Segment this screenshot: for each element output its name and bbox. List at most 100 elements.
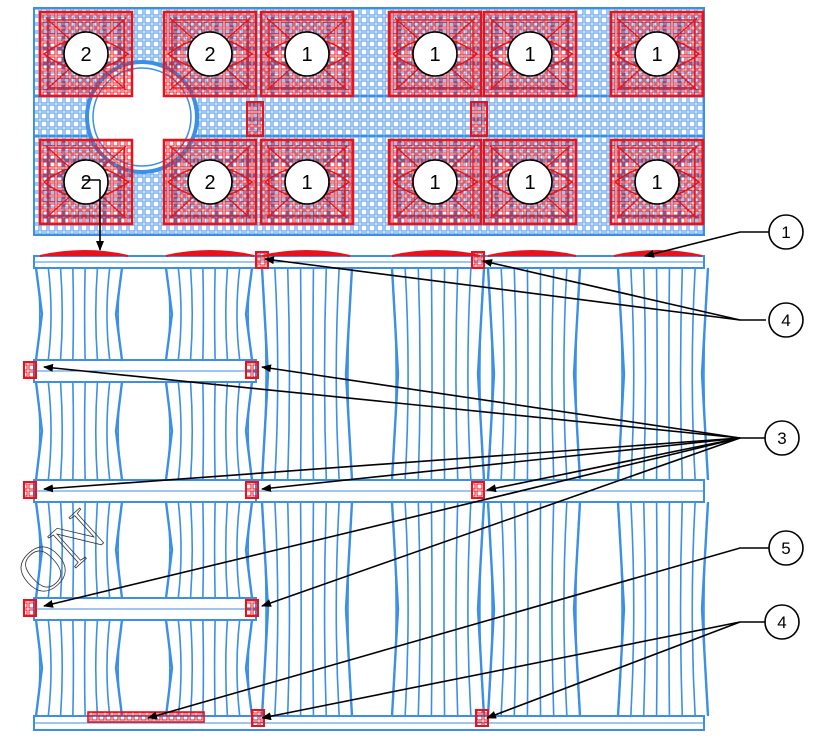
leader-line (264, 256, 741, 321)
tile-number-bubble (507, 31, 553, 77)
callout-4-bottom: 4 (764, 604, 800, 640)
tile-number-bubble (284, 159, 330, 205)
callout-bubble (768, 214, 804, 250)
top-cover (487, 250, 577, 257)
callout-label: 4 (777, 613, 786, 632)
red-clip (255, 251, 269, 269)
callout-5: 5 (768, 530, 804, 566)
tile-number: 2 (204, 172, 215, 194)
leader-line (261, 437, 741, 493)
red-clip (245, 361, 259, 379)
tile-number: 1 (651, 44, 662, 66)
tile-number: 2 (80, 44, 91, 66)
connector-clip (470, 101, 488, 137)
plan-view: 2 2 1 1 1 1 2 2 1 1 1 1 (33, 7, 705, 236)
tile-number-bubble (187, 31, 233, 77)
tile-number-bubble (412, 31, 458, 77)
tile-number-bubble (634, 31, 680, 77)
crate-column (164, 501, 254, 599)
red-clip (471, 251, 485, 269)
crate-column (486, 267, 582, 481)
callout-bubble (768, 530, 804, 566)
plan-tiles: 2 2 1 1 1 1 2 2 1 1 1 1 (38, 10, 705, 226)
tile-number: 2 (204, 44, 215, 66)
callout-bubble (768, 302, 804, 338)
callout-label: 3 (777, 429, 786, 448)
tile-number: 1 (429, 44, 440, 66)
leader-line (644, 231, 770, 258)
tile-number: 1 (301, 172, 312, 194)
crate-tile: 1 (259, 10, 355, 98)
crate-tile: 1 (482, 138, 578, 226)
red-clip (23, 361, 37, 379)
top-cover (261, 250, 351, 257)
callout-bubble (764, 604, 800, 640)
crate-tile: 1 (259, 138, 355, 226)
tile-number-bubble (187, 159, 233, 205)
red-clip (245, 481, 259, 499)
connector-clip (246, 101, 264, 137)
crate-tile: 2 (162, 138, 258, 226)
tile-number-bubble (63, 159, 109, 205)
crate-column (34, 381, 124, 481)
crate-tile: 2 (38, 138, 134, 226)
crate-column (260, 501, 354, 717)
red-clip (23, 481, 37, 499)
leader-line (261, 437, 741, 607)
tile-number: 1 (429, 172, 440, 194)
red-clip (475, 709, 489, 727)
crate-column (164, 267, 254, 361)
crate-column (34, 267, 124, 361)
callout-label: 1 (781, 223, 790, 242)
callout-label: 5 (781, 539, 790, 558)
watermark-text: ON (2, 496, 118, 611)
leader-line (261, 621, 741, 721)
watermark: ON (1, 495, 118, 611)
tile-number: 1 (651, 172, 662, 194)
tile-number-bubble (634, 159, 680, 205)
leader-lines (43, 179, 770, 721)
leader-line (43, 437, 741, 608)
top-cover (165, 250, 255, 257)
leader-line (147, 547, 770, 720)
crate-column (34, 501, 124, 599)
tile-number-bubble (284, 31, 330, 77)
crate-column (390, 267, 486, 481)
crate-tile: 1 (387, 138, 483, 226)
leader-line (261, 364, 741, 439)
tile-number: 2 (80, 172, 91, 194)
tile-number-bubble (412, 159, 458, 205)
tile-number-bubble (507, 159, 553, 205)
callout-4-top: 4 (768, 302, 804, 338)
crate-tile: 2 (38, 10, 134, 98)
base-plate (87, 711, 205, 723)
crate-column (616, 501, 710, 717)
tile-number: 1 (524, 172, 535, 194)
crate-tile: 2 (162, 10, 258, 98)
callout-3: 3 (764, 420, 800, 456)
leader-line (482, 259, 741, 321)
callout-label: 4 (781, 311, 790, 330)
top-cover (391, 250, 481, 257)
red-clip (23, 599, 37, 617)
crate-tile: 1 (482, 10, 578, 98)
leader-line (43, 437, 741, 493)
red-clip (245, 599, 259, 617)
callout-bubble (764, 420, 800, 456)
crate-column (486, 501, 582, 717)
crate-tile: 1 (609, 10, 705, 98)
crate-column (616, 267, 710, 481)
red-clip (471, 481, 485, 499)
leader-line (486, 437, 741, 493)
crate-column (34, 619, 124, 717)
top-cover (39, 250, 129, 257)
crate-column (390, 501, 486, 717)
callout-1: 1 (768, 214, 804, 250)
crate-tile: 1 (609, 138, 705, 226)
crate-column (164, 381, 254, 481)
crate-column (164, 619, 254, 717)
side-view (23, 250, 710, 731)
crate-tile: 1 (387, 10, 483, 98)
